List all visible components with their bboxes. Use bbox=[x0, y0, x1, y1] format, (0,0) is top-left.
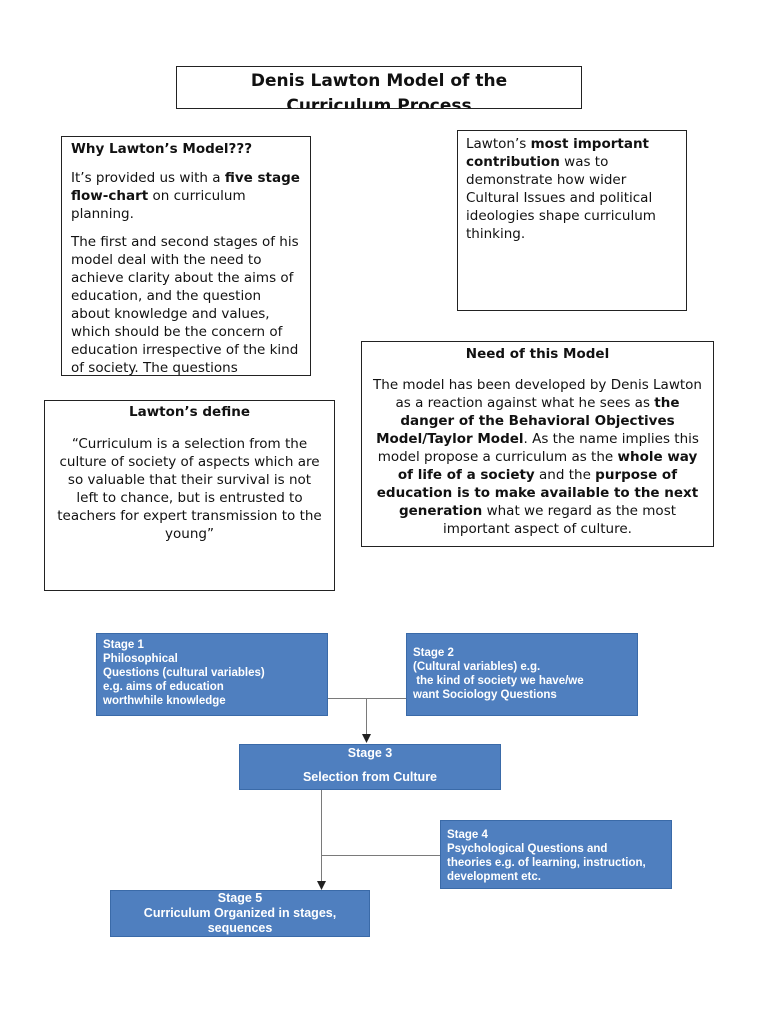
title-line-2: Curriculum Process bbox=[286, 96, 472, 109]
stage-4-box: Stage 4 Psychological Questions and theo… bbox=[440, 820, 672, 889]
stage-1-line-2: Philosophical bbox=[103, 653, 178, 665]
stage-3-box: Stage 3 Selection from Culture bbox=[239, 744, 501, 790]
why-paragraph-2: The first and second stages of his model… bbox=[71, 234, 299, 376]
stage-4-line-2: Psychological Questions and bbox=[447, 843, 608, 855]
arrowhead-to-stage-3 bbox=[362, 734, 371, 743]
connector-s3-to-s5 bbox=[321, 790, 322, 883]
stage-1-line-5: worthwhile knowledge bbox=[103, 695, 226, 707]
stage-1-label: Stage 1 bbox=[103, 639, 144, 651]
stage-2-line-3: the kind of society we have/we bbox=[413, 675, 584, 687]
define-heading: Lawton’s define bbox=[129, 404, 250, 420]
stage-4-label: Stage 4 bbox=[447, 829, 488, 841]
stage-5-line-2: Curriculum Organized in stages, bbox=[143, 906, 337, 920]
why-p1-pre: It’s provided us with a bbox=[71, 170, 225, 186]
stage-3-label: Stage 3 bbox=[347, 746, 393, 760]
connector-s4 bbox=[321, 855, 440, 856]
define-quote: “Curriculum is a selection from the cult… bbox=[57, 436, 322, 542]
stage-3-line-2: Selection from Culture bbox=[302, 770, 438, 784]
why-p1-bold: five stage flow-chart bbox=[71, 170, 300, 204]
need-heading: Need of this Model bbox=[465, 346, 610, 362]
stage-2-line-4: want Sociology Questions bbox=[413, 689, 557, 701]
contribution-pre: Lawton’s bbox=[466, 136, 531, 152]
arrowhead-to-stage-5 bbox=[317, 881, 326, 890]
title-line-1: Denis Lawton Model of the bbox=[250, 71, 508, 91]
contribution-box: Lawton’s most important contribution was… bbox=[457, 130, 687, 311]
why-p1-post: on curriculum planning. bbox=[71, 188, 246, 222]
need-b2: whole way of life of a society bbox=[397, 449, 698, 483]
stage-1-box: Stage 1 Philosophical Questions (cultura… bbox=[96, 633, 328, 716]
stage-4-line-4: development etc. bbox=[447, 871, 541, 883]
need-body: The model has been developed by Denis La… bbox=[372, 376, 703, 538]
need-t3: and the bbox=[534, 467, 596, 483]
stage-5-label: Stage 5 bbox=[217, 891, 263, 905]
stage-1-line-4: e.g. aims of education bbox=[103, 681, 224, 693]
stage-4-line-3: theories e.g. of learning, instruction, bbox=[447, 857, 646, 869]
need-t2: . As the name implies this model propose… bbox=[377, 431, 699, 465]
stage-2-line-2: (Cultural variables) e.g. bbox=[413, 661, 541, 673]
contribution-post: was to demonstrate how wider Cultural Is… bbox=[466, 154, 656, 242]
need-b1: the danger of the Behavioral Objectives … bbox=[376, 395, 680, 447]
why-heading: Why Lawton’s Model??? bbox=[71, 141, 253, 157]
stage-5-box: Stage 5 Curriculum Organized in stages, … bbox=[110, 890, 370, 937]
need-t4: what we regard as the most important asp… bbox=[443, 503, 677, 537]
stage-2-label: Stage 2 bbox=[413, 647, 454, 659]
stage-1-line-3: Questions (cultural variables) bbox=[103, 667, 265, 679]
why-lawton-box: Why Lawton’s Model??? It’s provided us w… bbox=[61, 136, 311, 376]
contribution-bold: most important contribution bbox=[466, 136, 650, 170]
define-box: Lawton’s define “Curriculum is a selecti… bbox=[44, 400, 335, 591]
stage-2-box: Stage 2 (Cultural variables) e.g. the ki… bbox=[406, 633, 638, 716]
stage-5-line-3: sequences bbox=[207, 921, 273, 935]
need-t1: The model has been developed by Denis La… bbox=[373, 377, 702, 411]
why-paragraph-1: It’s provided us with a five stage flow-… bbox=[71, 169, 301, 223]
connector-down-to-s3 bbox=[366, 698, 367, 736]
need-b3: purpose of education is to make availabl… bbox=[376, 467, 699, 519]
need-box: Need of this Model The model has been de… bbox=[361, 341, 714, 547]
connector-s1-s2 bbox=[328, 698, 406, 699]
page-title: Denis Lawton Model of the Curriculum Pro… bbox=[176, 66, 582, 109]
